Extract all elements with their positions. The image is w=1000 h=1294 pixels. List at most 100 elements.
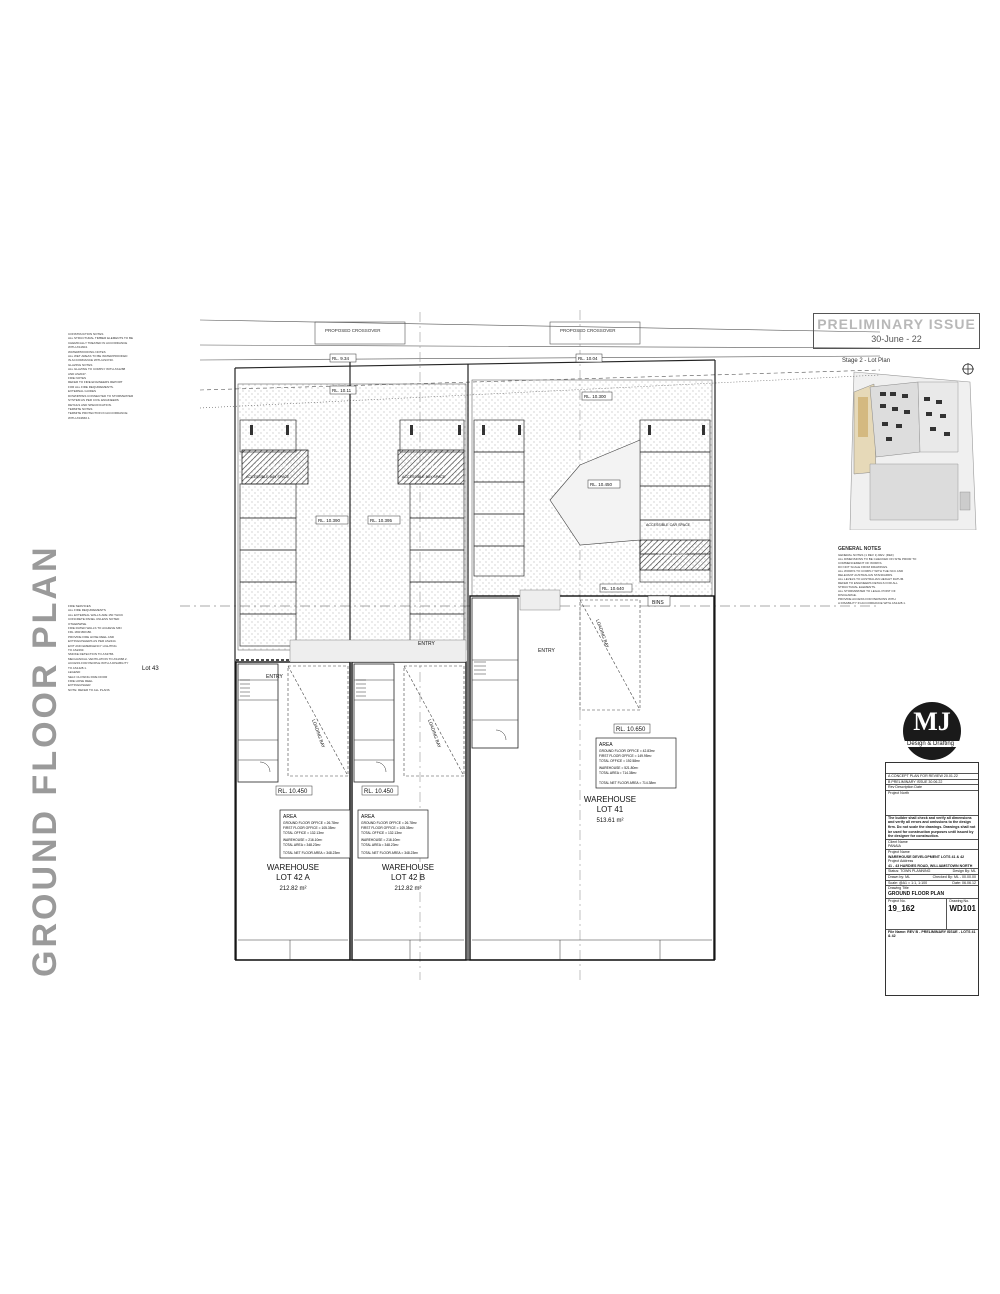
rev-header: Rev Description Date	[886, 785, 978, 791]
project-no-label: Project No.	[888, 898, 906, 903]
svg-text:AREA: AREA	[599, 742, 613, 748]
fire-note-line: MECHANICAL VENTILATION TO AS1668.2.	[68, 656, 128, 661]
fire-note-line: SMOKE DETECTION TO AS3786.	[68, 652, 115, 657]
svg-text:TOTAL AREA = 348.23m²: TOTAL AREA = 348.23m²	[283, 843, 321, 847]
fire-note-line: EXIT AND EMERGENCY LIGHTING	[68, 643, 117, 648]
construction-note-line: DETAILS AND SPECIFICATION.	[68, 402, 112, 407]
construction-note-line: DOWNPIPES CONNECTED TO STORMWATER	[68, 393, 134, 398]
construction-note-line: WATERPROOFING NOTES	[68, 349, 106, 354]
north-arrow-icon	[962, 363, 974, 375]
svg-text:AREA: AREA	[361, 814, 375, 820]
company-logo: MJ Design & Drafting	[903, 702, 977, 760]
entry-label-2: ENTRY	[418, 641, 436, 647]
warehouse-title-42a: WAREHOUSE	[267, 863, 319, 872]
general-note-line: REFER TO ENGINEERS DETAILS FOR ALL	[838, 581, 898, 585]
rl-10390: RL. 10.390	[318, 518, 341, 523]
shared-zone-2	[397, 449, 465, 485]
status: Status: TOWN PLANNING	[888, 869, 931, 874]
floor-plan-drawing: PROPOSED CROSSOVER PROPOSED CROSSOVER	[142, 310, 880, 980]
fire-note-line: ALL FIRE REQUIREMENTS	[68, 608, 106, 613]
construction-note-line: WITH AS3660.1.	[68, 415, 91, 420]
rl-1030: RL. 10.300	[584, 394, 607, 399]
shared-zone-label-1: SHARED ZONE	[262, 464, 291, 469]
svg-text:TOTAL NET FLOOR AREA = 714.38m: TOTAL NET FLOOR AREA = 714.38m²	[599, 781, 657, 785]
construction-note-line: SYSTEM AS PER CIVIL ENGINEERS	[68, 398, 119, 403]
construction-note-line: ALL WET AREAS TO BE WATERPROOFED	[68, 354, 128, 359]
warehouse-area-42a: 212.82 m²	[279, 886, 306, 892]
fire-note-line: FRL 180/180/180.	[68, 630, 92, 635]
carpark-area-lot42	[237, 383, 467, 651]
svg-text:FIRST FLOOR OFFICE = 105.35m²: FIRST FLOOR OFFICE = 105.35m²	[361, 826, 414, 830]
project-label: Project Name	[888, 849, 910, 854]
svg-text:WAREHOUSE = 216.10m²: WAREHOUSE = 216.10m²	[361, 838, 401, 842]
loading-bay-label-2: LOADING BAY	[427, 719, 442, 749]
svg-text:GROUND FLOOR OFFICE = 26.78m²: GROUND FLOOR OFFICE = 26.78m²	[283, 821, 340, 825]
project-address: 41 - 43 HARDIES ROAD, WILLIAMSTOWN NORTH	[888, 863, 973, 868]
warehouse-area-42b: 212.82 m²	[394, 886, 421, 892]
svg-text:WAREHOUSE = 521.80m²: WAREHOUSE = 521.80m²	[599, 766, 639, 770]
client-name: PANAIA	[888, 844, 901, 849]
construction-note-line: TERMITE PROTECTION IN ACCORDANCE	[68, 411, 128, 416]
general-note-line: ALL WORKS TO COMPLY WITH THE NCC AND	[838, 569, 904, 573]
rev-row-b: B PRELIMINARY ISSUE 30.06.22	[886, 780, 978, 786]
accessible-bay-label-1: ACCESSIBLE BAY SPACE	[246, 475, 290, 479]
construction-note-line: AND AS2047.	[68, 371, 87, 376]
construction-note-line: CONSTRUCTION NOTES	[68, 332, 104, 336]
fire-note-line: TO AS1428.1.	[68, 665, 87, 670]
svg-text:GROUND FLOOR OFFICE = 26.78m²: GROUND FLOOR OFFICE = 26.78m²	[361, 821, 418, 825]
project-name: WAREHOUSE DEVELOPMENT LOTS 41 & 42	[888, 854, 965, 859]
crossover-label-1: PROPOSED CROSSOVER	[325, 328, 381, 333]
drawing-title-label: Drawing Title	[888, 886, 909, 891]
drawing-no: WD101	[949, 904, 976, 914]
fire-note-line: PROVIDE FIRE HOSE REEL AND	[68, 634, 115, 639]
fire-note-line: CONCRETE PANEL UNLESS NOTED OTHERWISE.	[68, 617, 120, 626]
construction-note-line: REFER TO FIRE ENGINEERS REPORT	[68, 380, 123, 385]
logo-subtitle: Design & Drafting	[905, 741, 977, 747]
fire-note-line: ALL EXTERNAL WALLS ARE 150 THICK	[68, 612, 124, 617]
fire-note-line: TO AS2293.	[68, 648, 85, 653]
construction-note-line: FIRE NOTES	[68, 376, 87, 381]
warehouse-title-41: WAREHOUSE	[584, 795, 636, 804]
rl-10640: RL. 10.640	[602, 586, 625, 591]
general-note-line: ALL DIMENSIONS TO BE CHECKED ON SITE PRI…	[838, 557, 917, 561]
area-table-lot42b: AREA GROUND FLOOR OFFICE = 26.78m² FIRST…	[357, 809, 429, 859]
shared-zone-1	[241, 449, 309, 485]
title-block: A CONCEPT PLAN FOR REVIEW 20.01.22 B PRE…	[885, 762, 979, 996]
svg-text:TOTAL OFFICE = 132.13m²: TOTAL OFFICE = 132.13m²	[361, 831, 403, 835]
drawn-by: Drawn by: ML	[888, 874, 911, 879]
svg-text:AREA: AREA	[283, 814, 297, 820]
warehouse-lot-42a: LOT 42 A	[276, 873, 310, 882]
drawing-title: GROUND FLOOR PLAN	[888, 890, 945, 897]
site-plan-label: Stage 2 - Lot Plan	[842, 358, 890, 364]
fire-note-line: FIRE HOSE REEL	[68, 678, 93, 683]
loading-bay-label-3: LOADING BAY	[595, 619, 610, 649]
general-notes-heading: GENERAL NOTES	[838, 546, 881, 552]
general-note-line: COMMENCEMENT OF WORKS.	[838, 561, 883, 565]
general-note-line: DO NOT SCALE FROM DRAWINGS.	[838, 565, 889, 569]
svg-text:WAREHOUSE = 216.10m²: WAREHOUSE = 216.10m²	[283, 838, 323, 842]
address-label: Project Address	[888, 859, 914, 864]
construction-note-line: GLAZING NOTES	[68, 362, 93, 367]
construction-note-line: TERMITE NOTES	[68, 406, 93, 411]
warehouse-lot-42b: LOT 42 B	[391, 873, 425, 882]
rl-934: RL. 9.34	[332, 356, 350, 361]
sheet-title: GROUND FLOOR PLAN	[26, 544, 64, 977]
fire-note-line: EXTINGUISHERS AS PER AS2444.	[68, 639, 117, 644]
rl-10450a: RL. 10.450	[590, 482, 613, 487]
entry-label-3: ENTRY	[538, 648, 556, 654]
rl-1004: RL. 10.04	[578, 356, 598, 361]
fire-note-line: EXTINGUISHER	[68, 683, 91, 688]
construction-note-line: IN ACCORDANCE WITH AS3740.	[68, 358, 114, 363]
construction-note-line: CHEMICALLY TREATED IN ACCORDANCE	[68, 340, 128, 345]
drawing-no-label: Drawing No.	[949, 898, 970, 903]
loading-bay-label-1: LOADING BAY	[311, 719, 326, 749]
fire-note-line: NOTE: REFER TO ALL PLANS	[68, 687, 110, 692]
svg-text:FIRST FLOOR OFFICE = 105.35m²: FIRST FLOOR OFFICE = 105.35m²	[283, 826, 336, 830]
rl-10650: RL. 10.650	[616, 727, 646, 733]
area-table-lot42a: AREA GROUND FLOOR OFFICE = 26.78m² FIRST…	[279, 809, 351, 859]
general-note-line: RELEVANT AUSTRALIAN STANDARDS.	[838, 573, 894, 577]
general-note-line: PROVIDE ACCESS FOR PERSONS WITH	[838, 597, 896, 601]
svg-text:TOTAL OFFICE = 192.58m²: TOTAL OFFICE = 192.58m²	[599, 759, 641, 763]
